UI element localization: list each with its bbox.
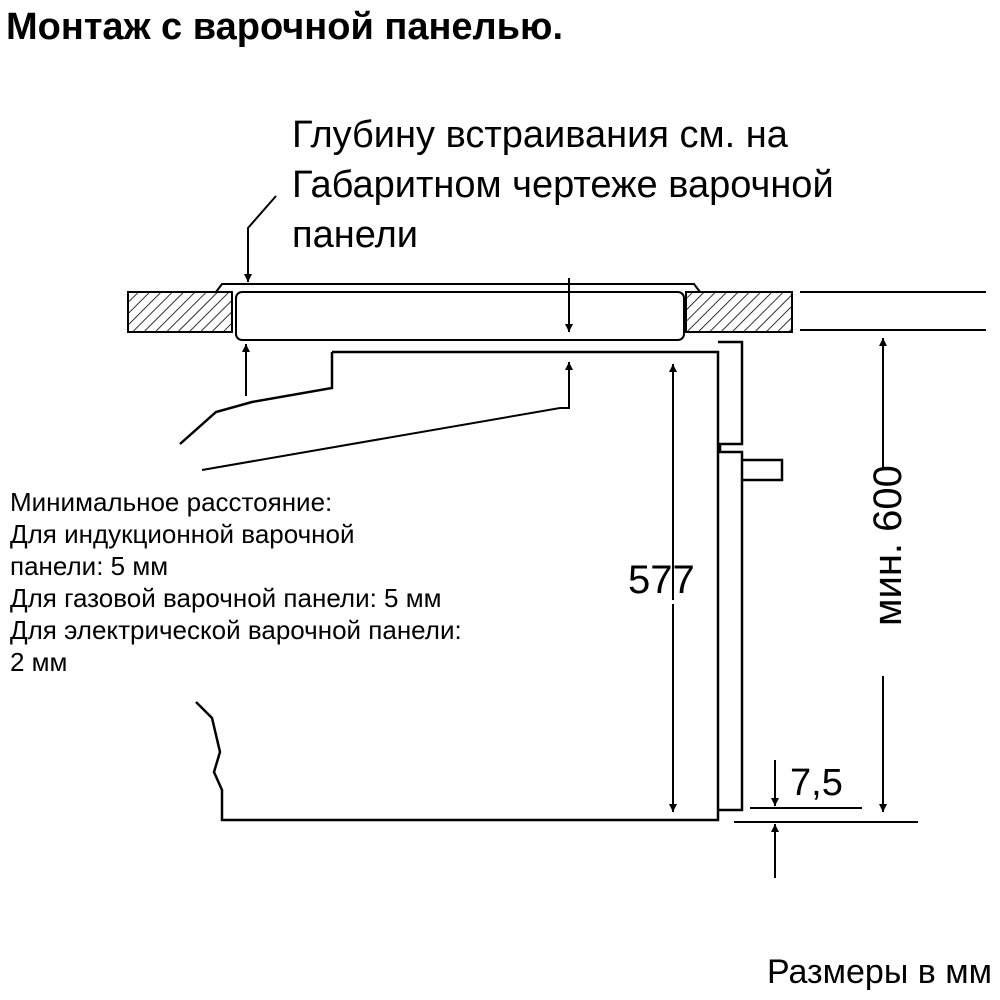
dimension-7-5-label: 7,5 xyxy=(790,762,843,804)
units-label: Размеры в мм xyxy=(766,953,992,991)
oven-front-panel xyxy=(718,340,744,812)
hob-body xyxy=(235,291,685,341)
page-title: Монтаж с варочной панелью. xyxy=(6,6,564,48)
worktop-left xyxy=(127,291,233,333)
callout-line: панели xyxy=(292,214,418,256)
note-line: панели: 5 мм xyxy=(10,551,169,581)
oven-cable-line xyxy=(201,407,570,471)
callout-line: Глубину встраивания см. на xyxy=(292,114,788,156)
callout-line: Габаритном чертеже варочной xyxy=(292,164,834,206)
note-line: Для индукционной варочной xyxy=(10,519,355,549)
oven-knob xyxy=(742,458,784,482)
callout-leader xyxy=(244,195,277,282)
dimension-577-label: 577 xyxy=(628,558,695,602)
worktop-right xyxy=(685,291,793,333)
minimum-distance-notes: Минимальное расстояние: Для индукционной… xyxy=(10,486,462,678)
dimension-min-600-label: мин. 600 xyxy=(866,465,910,626)
hob-rim xyxy=(215,283,701,293)
oven-top-step xyxy=(179,352,334,445)
note-line: Минимальное расстояние: xyxy=(10,487,333,517)
depth-callout: Глубину встраивания см. на Габаритном че… xyxy=(292,110,834,260)
note-line: Для электрической варочной панели: xyxy=(10,615,462,645)
note-line: 2 мм xyxy=(10,647,68,677)
note-line: Для газовой варочной панели: 5 мм xyxy=(10,583,442,613)
oven-body xyxy=(195,350,720,822)
